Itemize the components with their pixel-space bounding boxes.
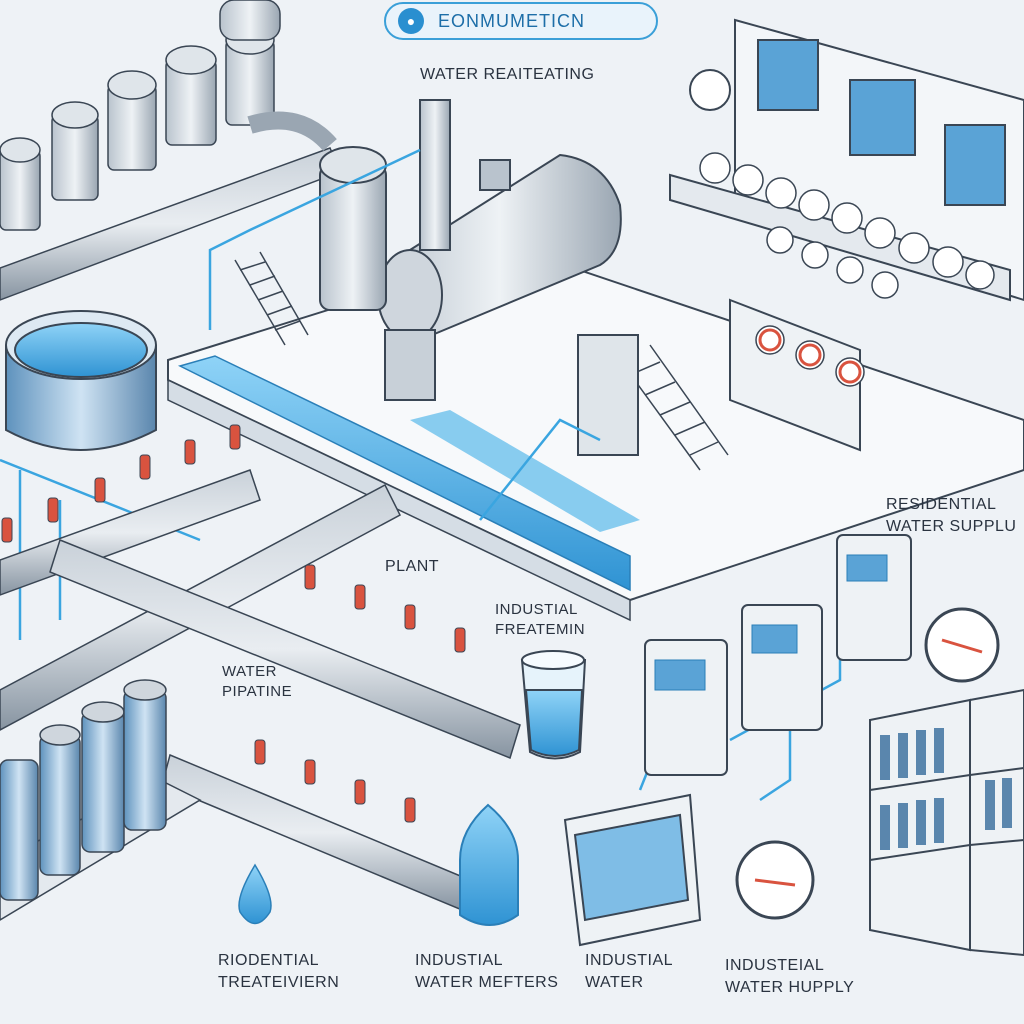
label-industrial-treatment: INDUSTIAL FREATEMIN xyxy=(495,601,586,638)
control-cabinet xyxy=(577,334,639,456)
top-filter-columns xyxy=(0,0,281,231)
header-badge: ● EONMUMETICN xyxy=(384,2,658,40)
label-industrial-supply: INDUSTEIAL WATER HUPPLY xyxy=(725,957,855,996)
open-water-tank xyxy=(5,310,157,451)
person-icon: ● xyxy=(398,8,424,34)
gauge-needle-right xyxy=(941,638,983,654)
digital-meter xyxy=(563,793,702,947)
label-industrial-water: INDUSTIAL WATER xyxy=(585,952,674,991)
distribution-pipe xyxy=(49,539,521,760)
label-water-pipeline: WATER PIPATINE xyxy=(222,663,293,700)
water-glass xyxy=(520,650,587,760)
label-plant: PLANT xyxy=(385,558,440,575)
main-storage-tank xyxy=(376,153,622,401)
gauge-red-rings xyxy=(758,328,862,384)
label-residential-supply: RESIDENTIAL WATER SUPPLU xyxy=(886,496,1017,535)
header-title: EONMUMETICN xyxy=(438,10,585,31)
label-water-treatment: WATER REAITEATING xyxy=(420,66,595,83)
water-channel-branch xyxy=(410,410,640,532)
wall-clock xyxy=(689,69,731,111)
water-channel xyxy=(177,355,631,592)
pressure-gauge-bottom xyxy=(735,840,815,920)
blue-filter-columns xyxy=(0,679,167,901)
top-pipe-bend xyxy=(247,111,337,152)
storage-shelves xyxy=(869,688,1024,957)
meter-screens xyxy=(654,554,888,691)
lower-distribution-pipe xyxy=(161,753,471,912)
stairs-left xyxy=(234,251,309,346)
platform-edge xyxy=(167,378,631,622)
water-tank-drop xyxy=(459,803,519,926)
gauge-needle xyxy=(754,878,796,887)
valve-handles xyxy=(1,424,466,823)
top-pipeline xyxy=(0,147,341,301)
label-industrial-meters: INDUSTIAL WATER MEFTERS xyxy=(415,952,559,991)
water-drop-icon xyxy=(238,863,272,925)
shelf-items xyxy=(880,728,1012,850)
label-residential-treatment: RIODENTIAL TREATEIVIERN xyxy=(218,952,340,991)
